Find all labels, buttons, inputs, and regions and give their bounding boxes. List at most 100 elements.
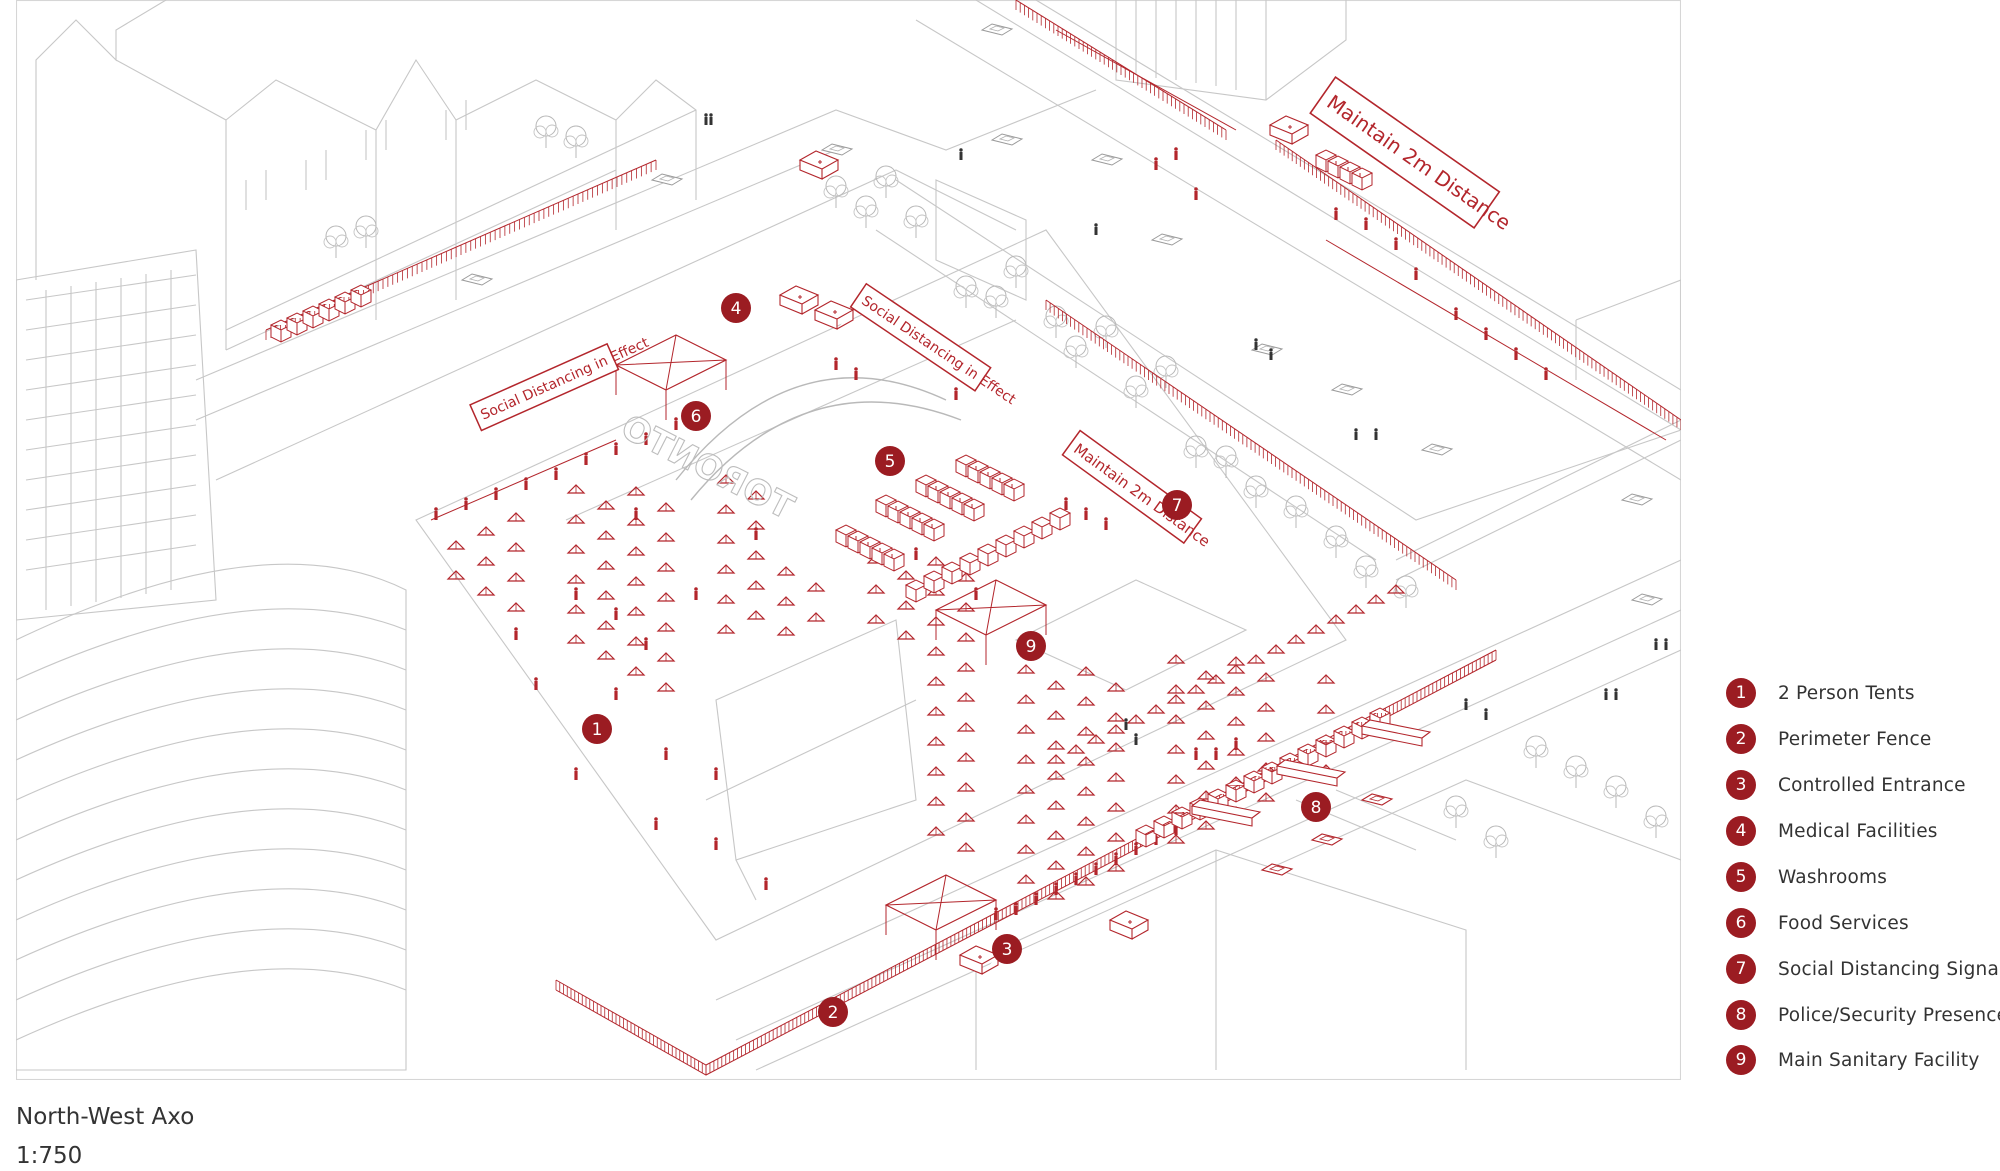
washroom-booth bbox=[1333, 725, 1355, 749]
tent bbox=[657, 562, 675, 572]
tent bbox=[1107, 724, 1125, 734]
tent bbox=[627, 606, 645, 616]
tent bbox=[1017, 814, 1035, 824]
tent bbox=[717, 534, 735, 544]
tent bbox=[717, 624, 735, 634]
svg-text:1: 1 bbox=[592, 720, 603, 740]
washroom-booth bbox=[1171, 806, 1193, 830]
tent bbox=[657, 592, 675, 602]
legend-item: 7 Social Distancing Signage bbox=[1726, 949, 2000, 989]
tent bbox=[1077, 846, 1095, 856]
person bbox=[1234, 737, 1238, 750]
tent bbox=[1197, 670, 1215, 680]
person bbox=[954, 387, 958, 400]
person bbox=[1454, 307, 1458, 320]
tent bbox=[957, 782, 975, 792]
tent bbox=[1017, 664, 1035, 674]
person bbox=[494, 487, 498, 500]
map-markers: 1 2 3 4 5 6 7 8 9 bbox=[582, 293, 1331, 1027]
tent bbox=[1367, 594, 1385, 604]
tent bbox=[597, 590, 615, 600]
person bbox=[554, 467, 558, 480]
tent bbox=[1047, 830, 1065, 840]
legend-badge: 1 bbox=[1726, 678, 1756, 708]
marker-6: 6 bbox=[681, 401, 711, 431]
tent bbox=[507, 542, 525, 552]
person bbox=[664, 747, 668, 760]
person bbox=[1194, 187, 1198, 200]
marker-8: 8 bbox=[1301, 792, 1331, 822]
tent bbox=[1087, 734, 1105, 744]
tent bbox=[897, 600, 915, 610]
tent bbox=[1107, 712, 1125, 722]
washroom-booth bbox=[941, 561, 963, 585]
tent bbox=[597, 650, 615, 660]
svg-text:6: 6 bbox=[691, 407, 702, 427]
legend-item: 8 Police/Security Presence bbox=[1726, 995, 2000, 1035]
person bbox=[1104, 517, 1108, 530]
person bbox=[914, 547, 918, 560]
person bbox=[464, 497, 468, 510]
svg-text:2: 2 bbox=[828, 1003, 839, 1023]
tent bbox=[1147, 704, 1165, 714]
tent bbox=[1317, 674, 1335, 684]
tent bbox=[1017, 694, 1035, 704]
tent bbox=[897, 570, 915, 580]
person bbox=[694, 587, 698, 600]
sign-social-distancing-2: Social Distancing in Effect bbox=[849, 282, 1019, 408]
person bbox=[584, 452, 588, 465]
washroom-booth bbox=[1243, 770, 1265, 794]
person bbox=[1394, 237, 1398, 250]
tent bbox=[777, 596, 795, 606]
tent bbox=[1047, 800, 1065, 810]
tent bbox=[1257, 702, 1275, 712]
legend-label: Washrooms bbox=[1778, 866, 1888, 888]
legend-item: 3 Controlled Entrance bbox=[1726, 765, 1966, 805]
person bbox=[1214, 747, 1218, 760]
tents-field bbox=[447, 474, 1405, 900]
person bbox=[634, 507, 638, 520]
tent bbox=[657, 682, 675, 692]
tent bbox=[747, 550, 765, 560]
legend-item: 1 2 Person Tents bbox=[1726, 673, 1915, 713]
tent bbox=[717, 564, 735, 574]
tent bbox=[1167, 744, 1185, 754]
tent bbox=[1227, 716, 1245, 726]
legend-label: Medical Facilities bbox=[1778, 820, 1938, 842]
tent bbox=[567, 514, 585, 524]
legend-badge: 3 bbox=[1726, 770, 1756, 800]
drawing-scale: 1:750 bbox=[16, 1143, 83, 1169]
svg-text:5: 5 bbox=[885, 452, 896, 472]
tent bbox=[1127, 714, 1145, 724]
washroom-booth bbox=[963, 498, 985, 522]
legend-badge: 8 bbox=[1726, 1000, 1756, 1030]
tent bbox=[1197, 700, 1215, 710]
person bbox=[654, 817, 658, 830]
marker-4: 4 bbox=[721, 293, 751, 323]
tent bbox=[1347, 604, 1365, 614]
tent bbox=[447, 570, 465, 580]
tent bbox=[747, 610, 765, 620]
washroom-booth bbox=[1351, 167, 1373, 191]
perimeter-fence bbox=[265, 0, 1681, 1076]
person bbox=[1334, 207, 1338, 220]
tent bbox=[477, 586, 495, 596]
tent bbox=[1167, 774, 1185, 784]
person bbox=[1084, 507, 1088, 520]
washroom-booth bbox=[959, 552, 981, 576]
tent bbox=[957, 752, 975, 762]
tent bbox=[867, 614, 885, 624]
person bbox=[764, 877, 768, 890]
tent bbox=[897, 630, 915, 640]
person bbox=[574, 767, 578, 780]
tent bbox=[1197, 820, 1215, 830]
washroom-booth bbox=[1031, 516, 1053, 540]
tent bbox=[657, 652, 675, 662]
legend-label: Main Sanitary Facility bbox=[1778, 1049, 1980, 1071]
svg-text:4: 4 bbox=[731, 299, 742, 319]
tent bbox=[567, 634, 585, 644]
tent bbox=[1047, 860, 1065, 870]
washroom-booth bbox=[883, 548, 905, 572]
person bbox=[514, 627, 518, 640]
person bbox=[714, 837, 718, 850]
